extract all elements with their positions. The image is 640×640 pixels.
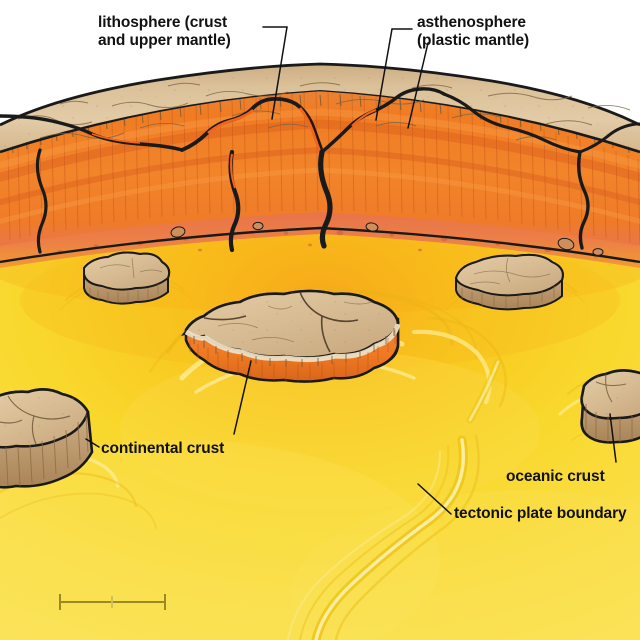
- leader-lines: [85, 26, 617, 515]
- crust-horizon-ink: [0, 62, 640, 127]
- leader-continental-crust: [233, 360, 252, 435]
- tectonic-plate-boundary-flow: [287, 358, 502, 640]
- label-lithosphere-line2: and upper mantle): [98, 32, 231, 49]
- leader-oceanic-crust: [609, 413, 617, 463]
- crack-right: [320, 87, 582, 154]
- asthenosphere-pool-surface: [0, 226, 640, 640]
- crack-left: [0, 114, 184, 152]
- label-tectonic-plate-boundary: tectonic plate boundary: [454, 505, 627, 522]
- leader-lithosphere: [271, 26, 288, 120]
- crack-far-right: [576, 122, 640, 250]
- rim-pebbles: [56, 230, 599, 258]
- plate-center-top-cracks: [203, 291, 359, 353]
- leader-asthenosphere-a: [375, 28, 393, 121]
- pool-edge-ink: [0, 226, 640, 264]
- plate-left-small: [83, 251, 171, 305]
- surface-cracks: [0, 87, 640, 254]
- leader-continental-crust-left: [85, 438, 100, 448]
- label-asthenosphere-line2: (plastic mantle): [417, 32, 530, 49]
- plate-center: [181, 289, 401, 383]
- label-lithosphere-line1: lithosphere (crust: [98, 14, 228, 31]
- plate-far-right: [580, 369, 640, 444]
- crack-left-face: [35, 148, 48, 254]
- label-continental-crust: continental crust: [101, 440, 225, 457]
- plate-far-left: [0, 388, 94, 489]
- crust-top-surface: [0, 62, 640, 254]
- label-asthenosphere: asthenosphere(plastic mantle): [417, 14, 529, 50]
- mantle-debris: [170, 221, 604, 256]
- plate-center-lip: [184, 323, 401, 363]
- label-asthenosphere-line1: asthenosphere: [417, 14, 526, 31]
- crack-center-left-magma: [230, 153, 236, 189]
- crack-center: [180, 96, 333, 249]
- plate-center-lip-ticks: [193, 328, 395, 367]
- leader-tectonic-boundary: [417, 483, 452, 515]
- leader-asthenosphere-b: [407, 42, 429, 129]
- plate-right-small: [454, 253, 564, 311]
- scale-bar: [59, 594, 166, 610]
- label-oceanic-crust: oceanic crust: [506, 468, 605, 485]
